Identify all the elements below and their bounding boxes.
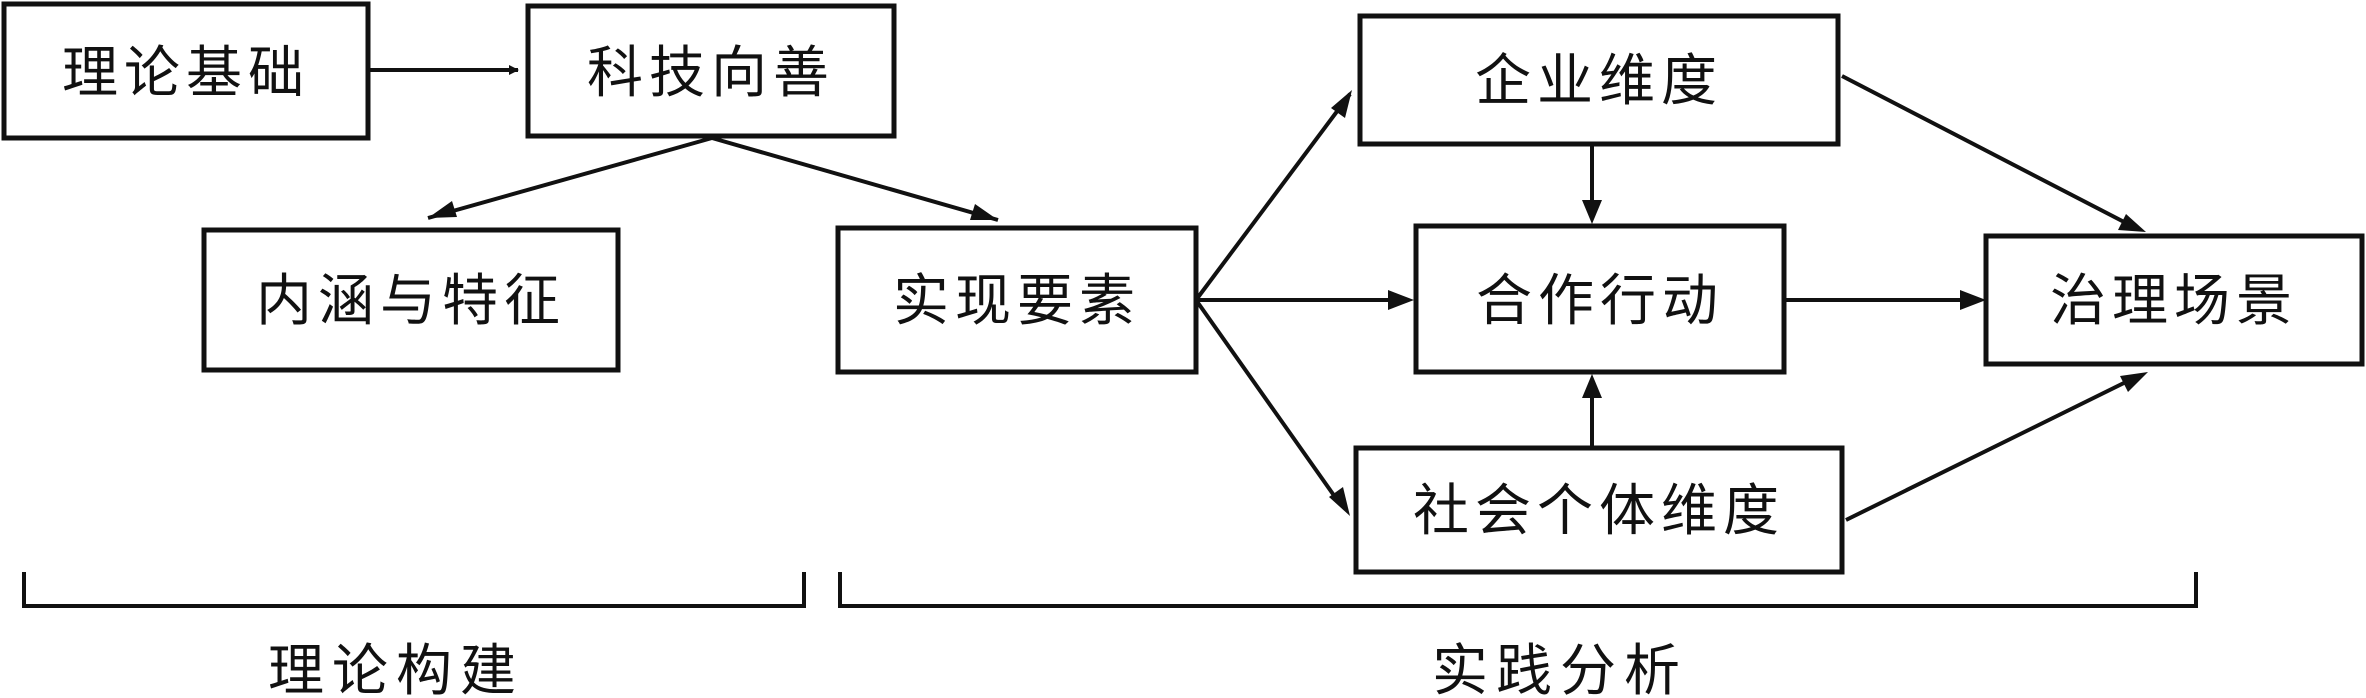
node-cooperation: 合作行动 [1413,223,1787,375]
bracket-theory-construction [22,572,806,608]
arrow-enterprise-to-governance [1841,74,2129,226]
arrow-realization-to-enterprise [1194,92,1352,302]
node-label-realization: 实现要素 [893,269,1141,334]
node-label-theory-basis: 理论基础 [62,41,310,106]
arrowhead-realization-to-enterprise [1331,90,1352,118]
node-social-individual: 社会个体维度 [1353,445,1845,575]
arrowhead-social-to-governance [2120,372,2148,392]
node-label-governance: 治理场景 [2050,269,2298,334]
arrow-realization-to-social [1194,298,1342,506]
node-label-connotation: 内涵与特征 [256,269,566,334]
arrow-tech-to-connotation [427,136,713,220]
node-label-tech-for-good: 科技向善 [587,41,835,106]
node-governance: 治理场景 [1983,233,2365,367]
arrowhead-tech-to-connotation [428,201,457,218]
arrowhead-cooperation-to-governance [1960,290,1986,310]
arrowhead-realization-to-social [1329,487,1350,516]
arrowhead-tech-to-realization [970,204,998,220]
node-connotation: 内涵与特征 [201,227,621,373]
section-label-theory-construction: 理论构建 [268,639,524,698]
arrowhead-enterprise-to-cooperation [1582,200,1602,224]
node-label-social-individual: 社会个体维度 [1413,479,1785,544]
node-tech-for-good: 科技向善 [525,3,897,139]
arrowhead-enterprise-to-governance [2118,214,2146,232]
node-enterprise: 企业维度 [1357,13,1841,147]
node-label-cooperation: 合作行动 [1476,269,1724,334]
section-label-practice-analysis: 实践分析 [1432,639,1688,698]
arrowhead-realization-to-cooperation [1388,290,1414,310]
arrows [370,65,2148,522]
arrow-tech-to-realization [711,136,999,222]
node-theory-basis: 理论基础 [1,1,371,141]
arrowhead-social-to-cooperation [1582,374,1602,398]
bracket-practice-analysis [838,572,2198,608]
node-realization: 实现要素 [835,225,1199,375]
arrow-social-to-governance [1845,378,2131,522]
node-label-enterprise: 企业维度 [1475,49,1723,114]
